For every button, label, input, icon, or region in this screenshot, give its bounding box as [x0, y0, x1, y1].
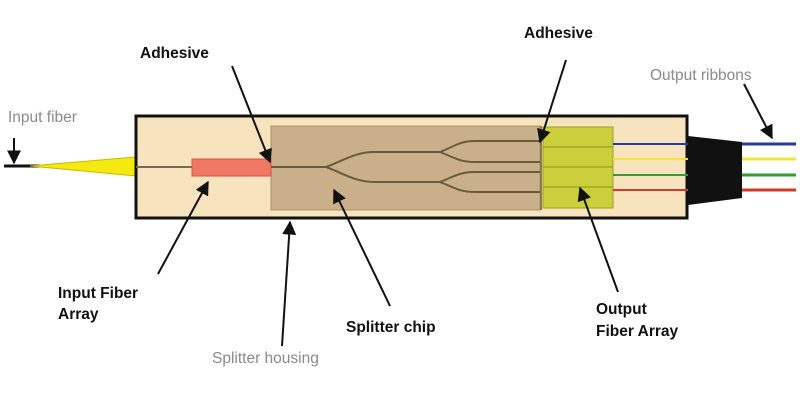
- label-input-fiber-array-line2: Array: [58, 306, 99, 323]
- input-fiber-boot: [29, 156, 137, 177]
- label-adhesive-right: Adhesive: [524, 25, 593, 42]
- label-splitter-housing: Splitter housing: [212, 350, 319, 367]
- label-output-ribbons: Output ribbons: [650, 67, 752, 84]
- arrow-adhesive-left: [231, 65, 272, 164]
- leader-lines: [7, 59, 773, 347]
- output-boot: [688, 136, 742, 205]
- arrow-output-fiber-array: [577, 186, 619, 293]
- label-adhesive-left: Adhesive: [140, 45, 209, 62]
- label-input-fiber: Input fiber: [8, 109, 77, 126]
- arrow-splitter-housing: [281, 220, 297, 347]
- internal-output-fibers: [613, 143, 688, 191]
- arrow-input-fiber-array: [157, 180, 209, 275]
- waveguide-tree: [271, 140, 540, 193]
- input-fiber-array: [191, 158, 272, 177]
- arrow-output-ribbons: [743, 83, 773, 140]
- label-input-fiber-array-line1: Input Fiber: [58, 285, 138, 302]
- label-output-fiber-array-line1: Output: [596, 301, 647, 318]
- arrow-adhesive-right: [537, 59, 567, 144]
- output-ribbons: [742, 142, 796, 192]
- label-splitter-chip: Splitter chip: [346, 319, 436, 336]
- arrow-splitter-chip: [333, 188, 391, 307]
- label-output-fiber-array-line2: Fiber Array: [596, 323, 679, 340]
